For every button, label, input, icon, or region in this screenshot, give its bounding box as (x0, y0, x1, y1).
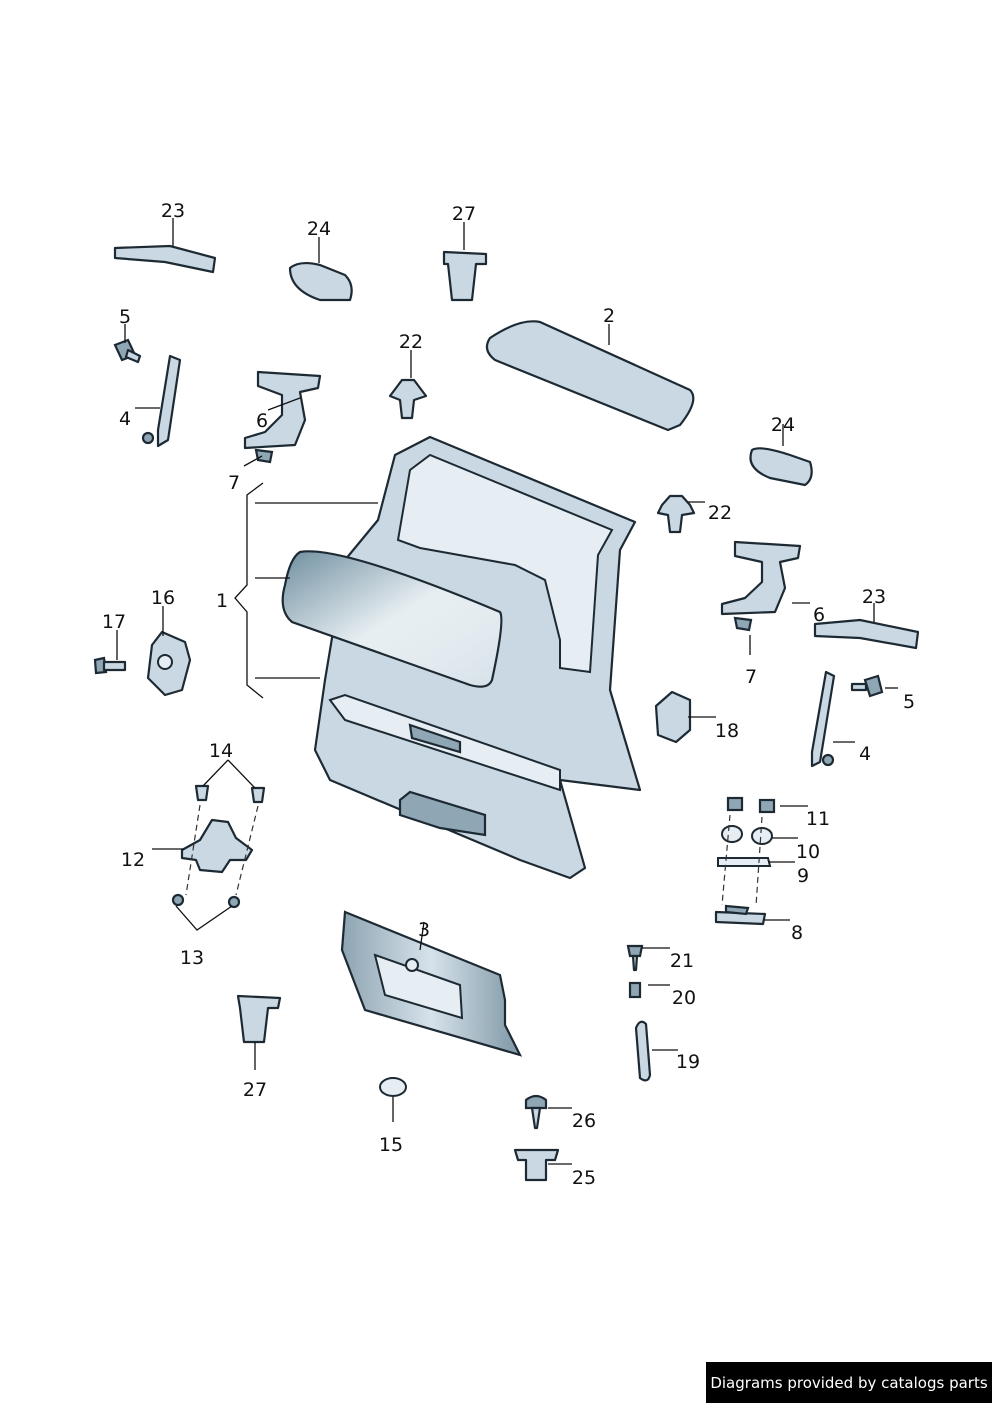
gasket-9 (717, 857, 772, 867)
clip-27-bottom (236, 994, 282, 1044)
callout-2: 2 (603, 305, 615, 327)
clip-22-right (656, 494, 696, 534)
callout-23: 23 (862, 586, 886, 608)
gas-strut-4-right (810, 670, 836, 768)
bolt-7-right (733, 616, 753, 632)
bolt-17 (93, 656, 127, 675)
callout-8: 8 (791, 922, 803, 944)
latch-12 (180, 818, 254, 874)
callout-26: 26 (572, 1110, 596, 1132)
callout-21: 21 (670, 950, 694, 972)
seal-24-left (288, 261, 353, 302)
washers-10 (721, 825, 773, 845)
screw-26 (524, 1094, 548, 1130)
callout-16: 16 (151, 587, 175, 609)
washer-15 (379, 1077, 407, 1097)
bolt-5-left (113, 338, 142, 364)
callout-12: 12 (121, 849, 145, 871)
callout-22: 22 (708, 502, 732, 524)
callout-5: 5 (903, 691, 915, 713)
callout-4: 4 (119, 408, 131, 430)
seal-strip-23-right (813, 618, 920, 650)
callout-24: 24 (771, 414, 795, 436)
seal-strip-23-left (113, 244, 217, 274)
gas-strut-4-left (141, 354, 182, 448)
rod-19 (634, 1020, 652, 1082)
callout-20: 20 (672, 987, 696, 1009)
tailgate-trim-panel (340, 910, 523, 1057)
callout-7: 7 (228, 472, 240, 494)
callout-25: 25 (572, 1167, 596, 1189)
nuts-11 (726, 796, 776, 814)
screws-13 (171, 893, 241, 909)
callout-6: 6 (813, 604, 825, 626)
bolt-7-left (254, 448, 274, 464)
callout-4: 4 (859, 743, 871, 765)
bolt-5-right (850, 674, 884, 698)
callout-5: 5 (119, 306, 131, 328)
callout-24: 24 (307, 218, 331, 240)
nut-25 (513, 1148, 560, 1182)
screw-21 (626, 944, 644, 972)
callout-9: 9 (797, 865, 809, 887)
rear-window-glass (281, 550, 503, 688)
credit-banner: Diagrams provided by catalogs parts (706, 1362, 992, 1403)
grommet-16 (146, 630, 192, 697)
callout-7: 7 (745, 666, 757, 688)
callout-27: 27 (452, 203, 476, 225)
callout-27: 27 (243, 1079, 267, 1101)
callout-6: 6 (256, 410, 268, 432)
callout-10: 10 (796, 841, 820, 863)
clip-20 (628, 981, 642, 999)
lamp-8 (714, 904, 767, 926)
callout-15: 15 (379, 1134, 403, 1156)
clip-22-left (388, 378, 428, 420)
callout-1: 1 (216, 590, 228, 612)
callout-18: 18 (715, 720, 739, 742)
callout-14: 14 (209, 740, 233, 762)
hinge-6-right (720, 540, 802, 616)
callout-labels: 23 24 27 5 2 22 4 6 24 7 22 1 16 23 6 17… (102, 200, 915, 1189)
callout-22: 22 (399, 331, 423, 353)
clip-27-top (442, 250, 488, 302)
callout-19: 19 (676, 1051, 700, 1073)
screws-14 (194, 784, 266, 804)
callout-3: 3 (418, 919, 430, 941)
seal-24-right (749, 447, 813, 487)
callout-11: 11 (806, 808, 830, 830)
callout-23: 23 (161, 200, 185, 222)
hinge-6-left (243, 370, 322, 450)
callout-17: 17 (102, 611, 126, 633)
spoiler (485, 320, 695, 432)
leader-lines (116, 218, 898, 1165)
callout-13: 13 (180, 947, 204, 969)
bellows-18 (654, 690, 692, 744)
